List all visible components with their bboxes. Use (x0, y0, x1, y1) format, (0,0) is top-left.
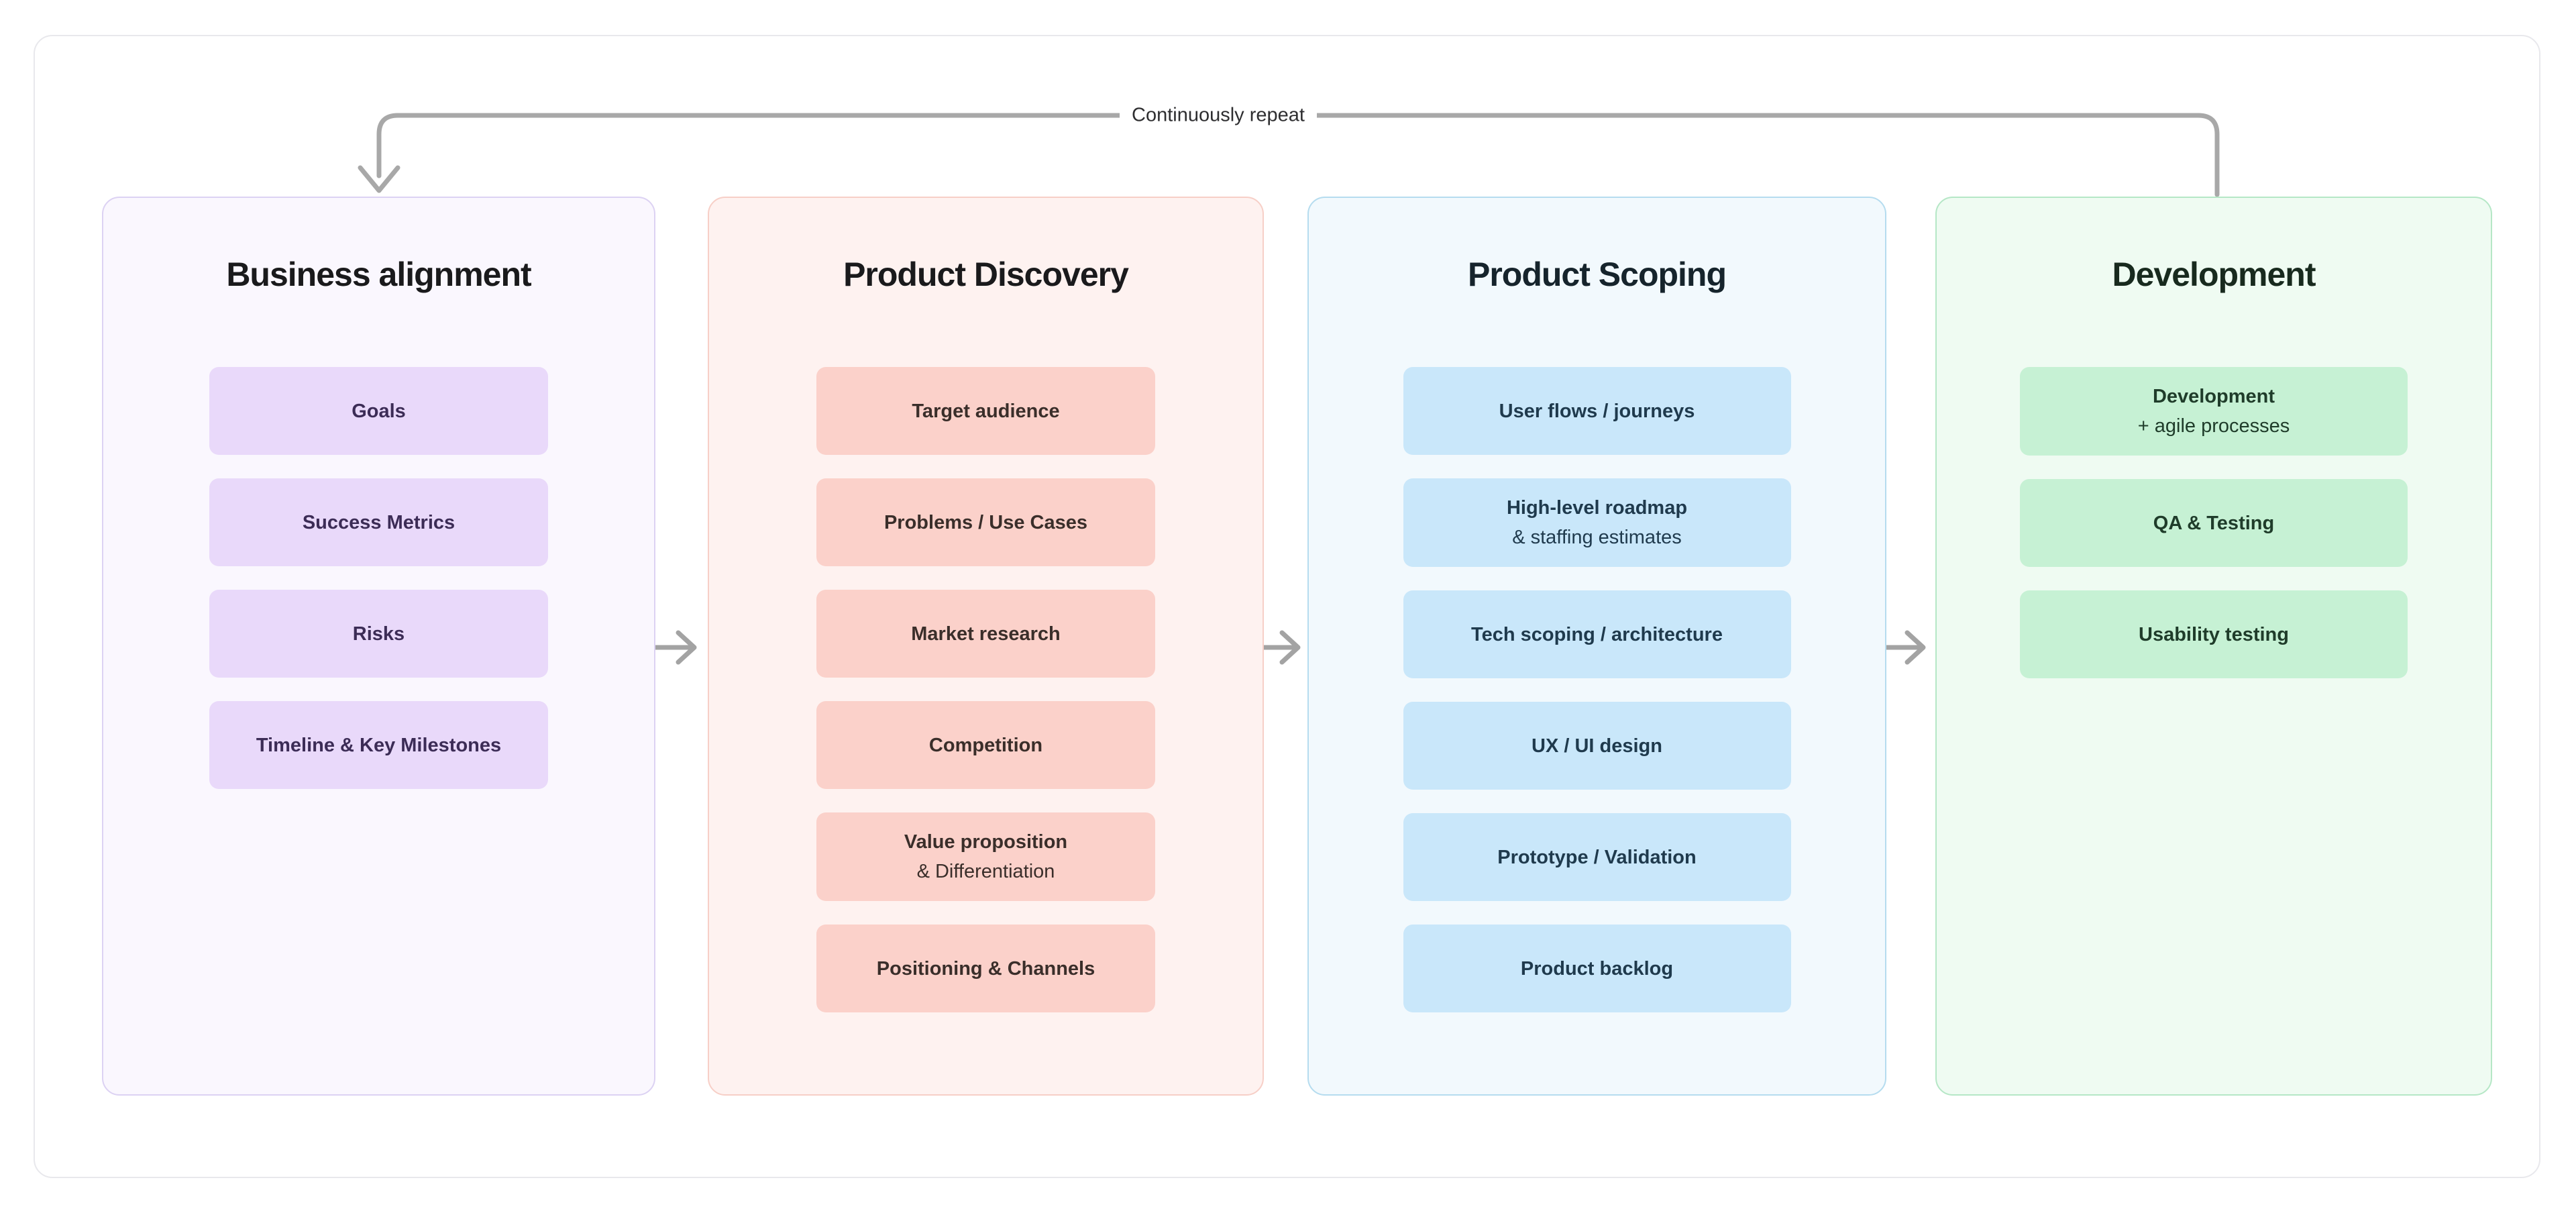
stage-item-label: Problems / Use Cases (883, 511, 1088, 533)
stage-item-label: Positioning & Channels (876, 957, 1095, 980)
stage-item-sublabel: & staffing estimates (1512, 527, 1682, 548)
stage-title: Business alignment (226, 256, 531, 293)
stage-item: Market research (816, 590, 1155, 678)
stage-item-label: Development (2152, 386, 2275, 407)
stage-item-label: QA & Testing (2153, 512, 2275, 534)
stage-column: Business alignment Goals Success Metrics… (102, 197, 655, 1096)
stage-item-label: Competition (928, 734, 1043, 756)
stage-items: Development + agile processes QA & Testi… (1937, 367, 2491, 678)
stage-item: Timeline & Key Milestones (209, 701, 548, 789)
stage-item-label: Success Metrics (302, 511, 455, 533)
stage-column: Development Development + agile processe… (1935, 197, 2492, 1096)
stage-items: Target audience Problems / Use Cases Mar… (709, 367, 1263, 1012)
stage-column: Product Discovery Target audience Proble… (708, 197, 1264, 1096)
stage-item-label: Value proposition (904, 831, 1068, 853)
stage-item: Product backlog (1403, 925, 1791, 1012)
stage-item: Tech scoping / architecture (1403, 590, 1791, 678)
stage-item-label: Prototype / Validation (1497, 846, 1697, 868)
stage-item-label: Product backlog (1520, 957, 1674, 980)
stage-column: Product Scoping User flows / journeys Hi… (1307, 197, 1886, 1096)
stage-item: Positioning & Channels (816, 925, 1155, 1012)
stage-title: Development (2112, 256, 2316, 293)
arrow-right-icon (653, 630, 697, 665)
stage-item: Competition (816, 701, 1155, 789)
stage-item-label: UX / UI design (1532, 735, 1662, 757)
arrow-right-icon (1256, 630, 1301, 665)
stage-item: Development + agile processes (2020, 367, 2408, 456)
stage-title: Product Discovery (843, 256, 1129, 293)
stage-item: QA & Testing (2020, 479, 2408, 567)
stage-item: Goals (209, 367, 548, 455)
stage-item-sublabel: + agile processes (2137, 415, 2290, 437)
stage-item-label: Target audience (912, 400, 1060, 422)
stage-title: Product Scoping (1468, 256, 1727, 293)
arrow-right-icon (1882, 630, 1926, 665)
stage-item: Problems / Use Cases (816, 478, 1155, 566)
stage-item-label: Risks (352, 623, 405, 645)
stage-item-sublabel: & Differentiation (916, 861, 1055, 882)
stage-item: High-level roadmap & staffing estimates (1403, 478, 1791, 567)
stage-item: UX / UI design (1403, 702, 1791, 790)
stage-item: Usability testing (2020, 590, 2408, 678)
stage-item: Risks (209, 590, 548, 678)
stage-item-label: Market research (911, 623, 1061, 645)
stage-items: User flows / journeys High-level roadmap… (1309, 367, 1885, 1012)
stage-item-label: Timeline & Key Milestones (256, 734, 502, 756)
stage-item: Value proposition & Differentiation (816, 812, 1155, 901)
stage-item-label: Tech scoping / architecture (1471, 623, 1723, 645)
stage-item-label: High-level roadmap (1506, 497, 1688, 519)
stage-item-label: Goals (352, 400, 406, 422)
stage-item: Target audience (816, 367, 1155, 455)
stage-item: Success Metrics (209, 478, 548, 566)
stage-items: Goals Success Metrics Risks Timeline & K… (103, 367, 654, 789)
stage-item: User flows / journeys (1403, 367, 1791, 455)
stage-item-label: User flows / journeys (1499, 400, 1695, 422)
stage-item: Prototype / Validation (1403, 813, 1791, 901)
stage-item-label: Usability testing (2139, 623, 2289, 645)
